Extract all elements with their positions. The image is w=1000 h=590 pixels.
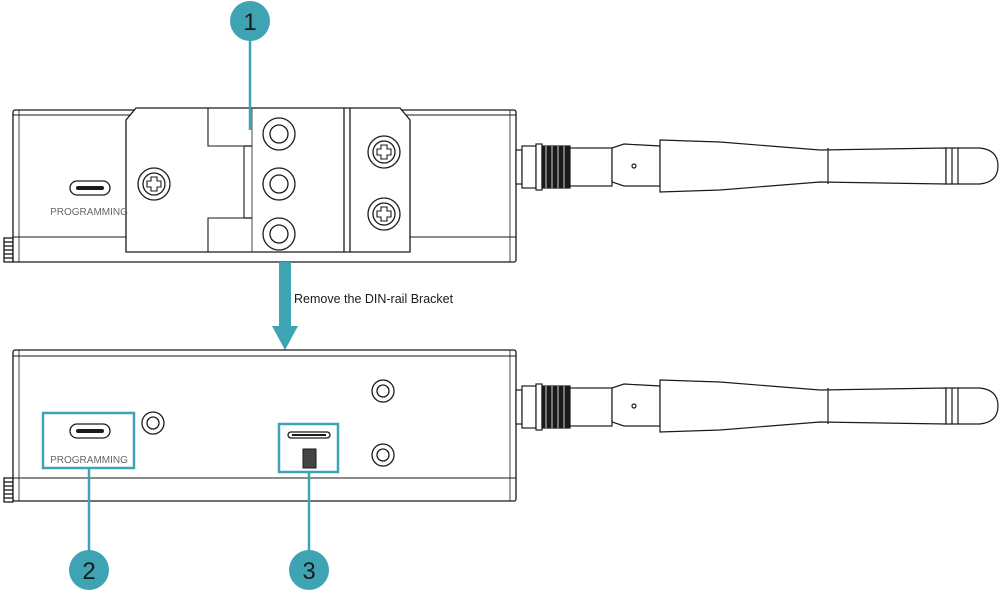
side-connector-bottom — [3, 477, 14, 503]
device-with-bracket — [3, 107, 517, 263]
phillips-screw-icon — [367, 135, 401, 169]
callout-2: 2 — [69, 550, 109, 590]
callout-3: 3 — [289, 550, 329, 590]
micro-sd-slot — [287, 431, 331, 469]
callout-1: 1 — [230, 1, 270, 41]
arrow-down-icon — [272, 262, 298, 350]
antenna-icon — [515, 139, 999, 193]
usb-c-port-icon — [69, 423, 111, 439]
antenna-icon — [515, 379, 999, 433]
programming-label-top: PROGRAMMING — [50, 207, 128, 218]
usb-c-port-icon — [69, 180, 111, 196]
phillips-screw-icon — [367, 197, 401, 231]
programming-label-bottom: PROGRAMMING — [50, 455, 128, 466]
phillips-screw-icon — [137, 167, 171, 201]
arrow-caption: Remove the DIN-rail Bracket — [294, 292, 454, 306]
din-rail-bracket — [125, 107, 411, 253]
callout-3-number: 3 — [302, 558, 315, 585]
callout-1-number: 1 — [243, 9, 256, 36]
device-without-bracket — [3, 349, 517, 503]
side-connector-top — [3, 237, 14, 263]
callout-2-number: 2 — [82, 558, 95, 585]
